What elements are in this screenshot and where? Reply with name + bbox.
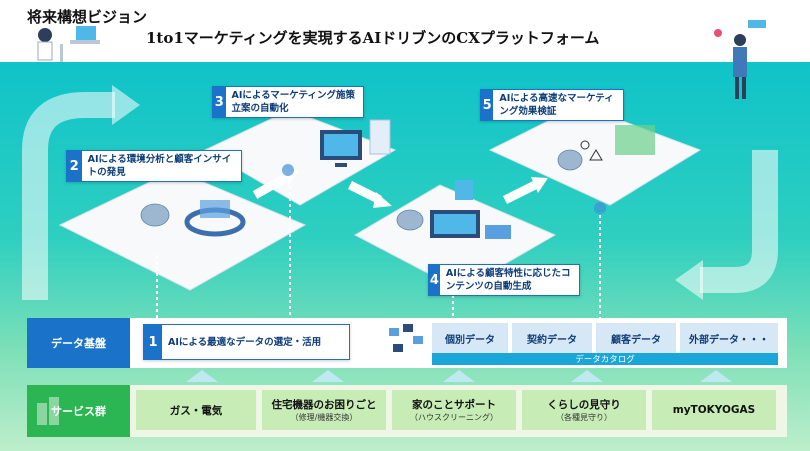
data-catalog-bar: データカタログ [432,353,778,365]
step-number: 1 [144,325,162,359]
service-sub: （ハウスクリーニング） [410,413,498,422]
service-mytokyogas: myTOKYOGAS [652,390,776,430]
service-gas-electric: ガス・電気 [136,390,256,430]
step-5-callout: 5 AIによる高速なマーケティング効果検証 [480,89,624,121]
service-name: 家のことサポート [412,399,496,411]
data-platform-label: データ基盤 [27,318,130,368]
service-group-text: サービス群 [51,405,106,418]
right-curve-arrow [700,150,778,293]
arrow-2-to-3 [252,174,288,199]
step-1-callout: 1 AIによる最適なデータの選定・活用 [143,324,350,360]
right-curve-arrowhead [675,260,703,300]
service-home-equipment: 住宅機器のお困りごと （修理/機器交換） [262,390,386,430]
server-icon [389,324,423,352]
step-text: AIによる最適なデータの選定・活用 [168,336,322,348]
up-arrow-icon [443,370,475,382]
step-3-callout: 3 AIによるマーケティング施策立案の自動化 [212,86,364,118]
building-icon [37,397,59,425]
service-sub: （各種見守り） [556,413,612,422]
page-title: 1to1マーケティングを実現するAIドリブンのCXプラットフォーム [146,29,600,47]
arrow-4-to-5 [502,180,538,205]
up-arrow-icon [312,370,344,382]
service-name: くらしの見守り [547,399,621,411]
data-category-external: 外部データ・・・ [680,323,778,353]
step-text: AIによる顧客特性に応じたコンテンツの自動生成 [445,268,571,292]
section-title: 将来構想ビジョン [27,8,148,26]
step-4-callout: 4 AIによる顧客特性に応じたコンテンツの自動生成 [428,264,580,296]
service-name: ガス・電気 [169,404,223,417]
left-curve-arrow [22,92,115,300]
step-number: 2 [67,151,82,181]
service-sub: （修理/機器交換） [290,413,358,422]
dashboard-screen [200,200,230,218]
step-number: 5 [481,90,494,120]
step-text: AIによる環境分析と顧客インサイトの発見 [87,154,232,178]
step-2-callout: 2 AIによる環境分析と顧客インサイトの発見 [66,150,242,182]
step-text: AIによるマーケティング施策立案の自動化 [231,90,355,114]
platform-2 [58,169,307,291]
data-category-individual: 個別データ [432,323,508,353]
arrow-3-to-4-head [373,192,392,208]
left-curve-arrowhead [112,85,140,125]
step-text: AIによる高速なマーケティング効果検証 [499,93,614,117]
up-arrow-icon [571,370,603,382]
step-number: 3 [213,87,226,117]
service-name: myTOKYOGAS [672,404,756,416]
data-category-contract: 契約データ [512,323,592,353]
data-catalog-label: データカタログ [575,355,635,365]
service-group-label: サービス群 [27,385,130,437]
service-home-support: 家のことサポート （ハウスクリーニング） [392,390,516,430]
service-life-watch: くらしの見守り （各種見守り） [522,390,646,430]
arrow-4-to-5-head [531,177,548,193]
step-number: 4 [429,265,440,295]
up-arrow-icon [700,370,732,382]
up-arrow-icon [186,370,218,382]
person-with-phone-icon [714,20,766,99]
person-at-desk-icon [37,26,100,62]
service-name: 住宅機器のお困りごと [271,399,377,411]
data-category-customer: 顧客データ [596,323,676,353]
